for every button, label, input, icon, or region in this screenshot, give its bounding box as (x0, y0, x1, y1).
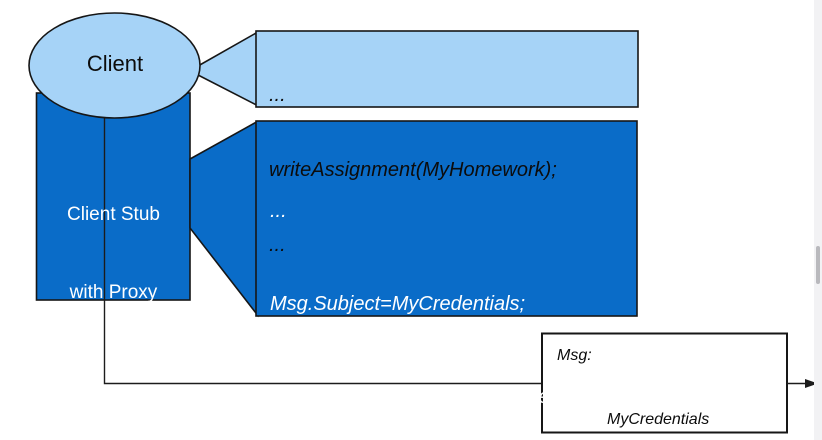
client-code-text: ... writeAssignment(MyHomework); ... (269, 33, 557, 308)
client-to-message-connector-line (103, 117, 542, 385)
client-code-line: writeAssignment(MyHomework); (269, 159, 557, 181)
client-stub-label: Client Stub with Proxy (here without PEP… (37, 150, 190, 440)
message-out-arrowhead-icon (805, 379, 818, 388)
client-stub-label-line: PEP and PDP) (37, 436, 190, 440)
client-code-callout-box (255, 30, 639, 108)
scrollbar-track[interactable] (814, 0, 822, 440)
client-stub-box-shape (35, 92, 191, 301)
stub-code-line: ... (270, 200, 287, 222)
stub-code-line: Msg.Method_Id=writeAssignment_Id; (270, 386, 600, 408)
stub-code-callout-tail (189, 120, 259, 318)
client-code-line: ... (269, 84, 286, 106)
stub-code-callout-box (255, 120, 638, 317)
message-value: MyCredentials (607, 411, 710, 428)
stub-code-text: ... Msg.Subject=MyCredentials; Msg.Metho… (270, 134, 600, 440)
scrollbar-thumb[interactable] (816, 246, 820, 284)
client-stub-label-line: with Proxy (69, 282, 158, 303)
message-values: MyCredentials writeAssignment_Id MyHomew… (607, 347, 747, 440)
message-label: Msg: (557, 347, 592, 364)
client-label: Client (86, 51, 144, 76)
client-stub-label-line: (here without (58, 360, 169, 381)
client-code-line: ... (269, 234, 286, 256)
stub-code-line: Msg.Subject=MyCredentials; (270, 293, 526, 315)
client-ellipse-shape (28, 12, 201, 119)
client-stub-label-line: Client Stub (67, 204, 160, 225)
message-box-shape (541, 332, 788, 434)
client-code-callout-tail (197, 31, 258, 107)
